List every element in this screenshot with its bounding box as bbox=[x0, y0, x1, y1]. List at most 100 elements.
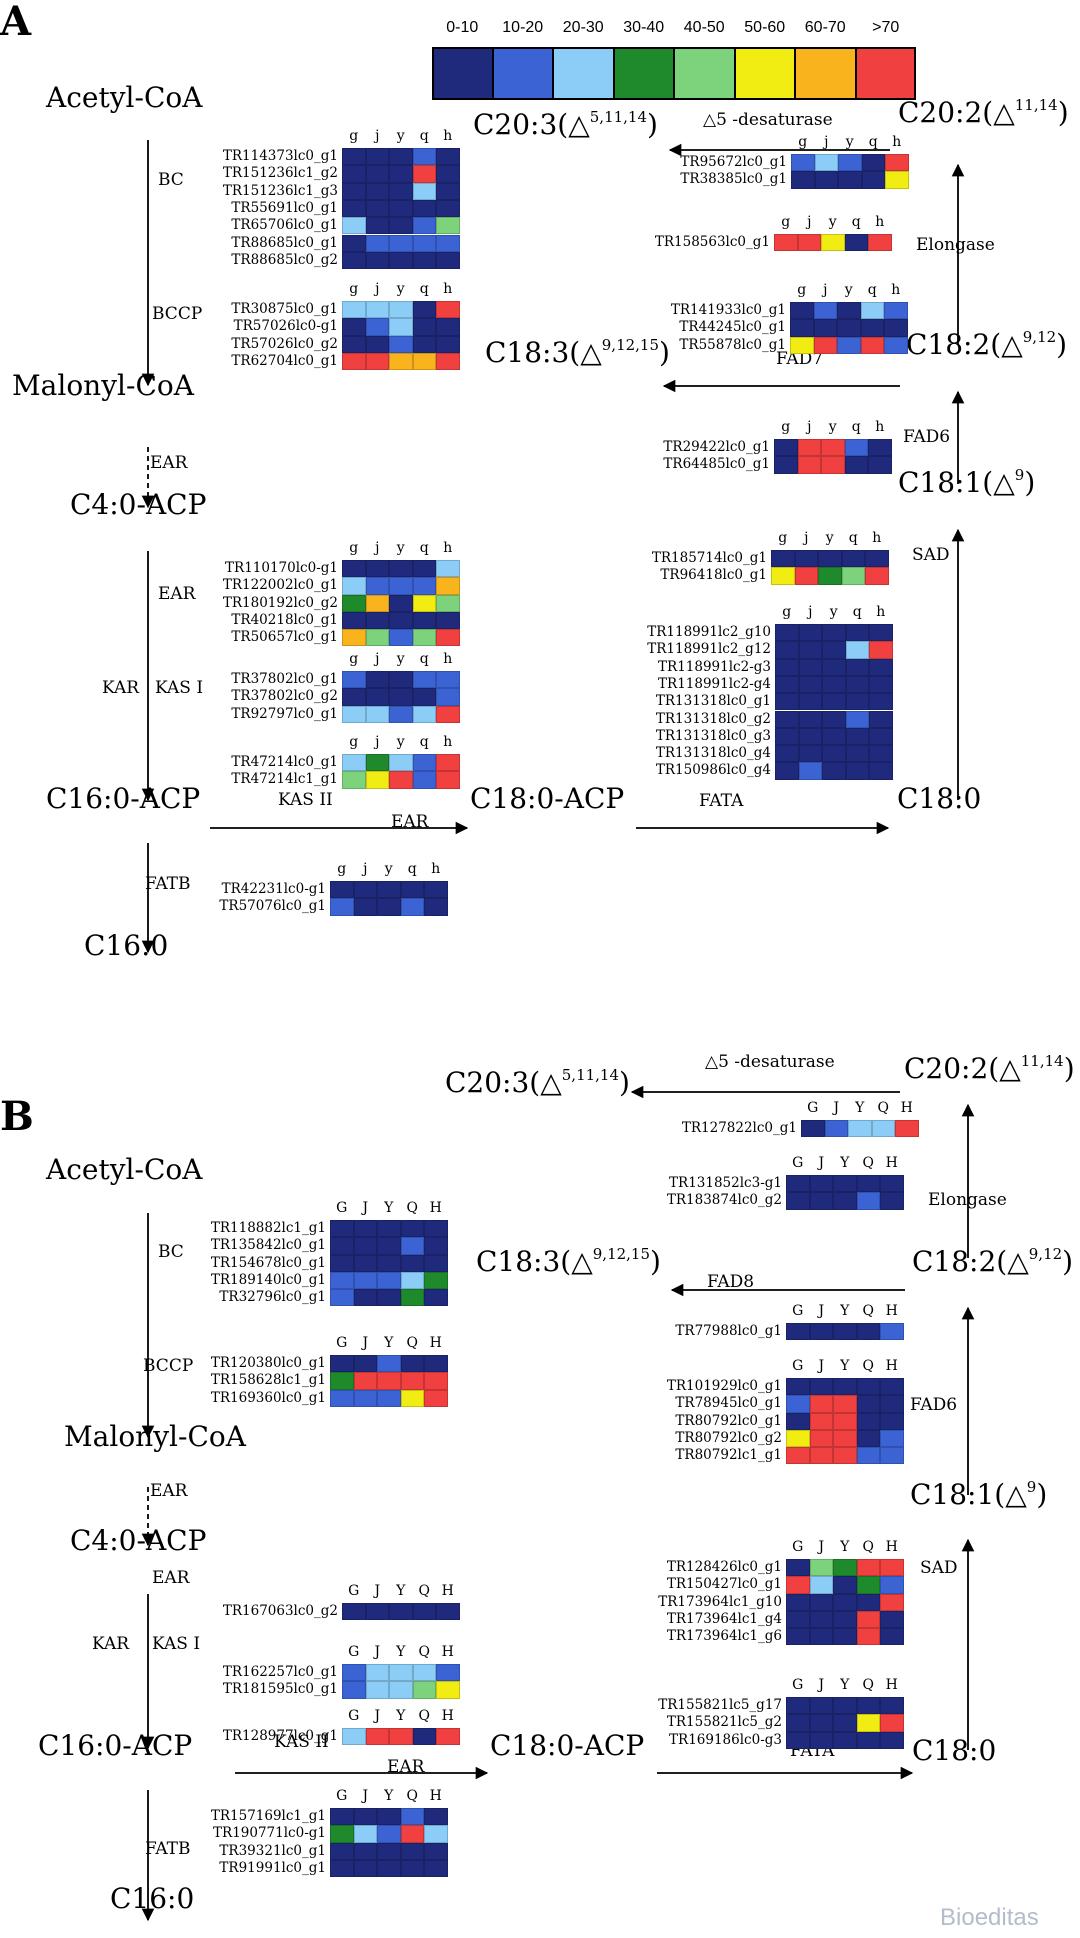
heatmap-cell bbox=[424, 1808, 448, 1826]
heatmap-cell bbox=[400, 1842, 424, 1860]
heatmap-cell bbox=[837, 302, 861, 320]
heatmap-cell bbox=[856, 1628, 880, 1646]
heatmap-cell bbox=[798, 641, 822, 659]
heatmap-cell bbox=[353, 1842, 377, 1860]
heatmap-cell bbox=[436, 754, 460, 772]
sample-column-header: g bbox=[782, 604, 792, 620]
heatmap-cell bbox=[822, 675, 846, 694]
panel-label: B bbox=[0, 1093, 34, 1140]
sample-column-header: H bbox=[885, 1303, 898, 1319]
heatmap-cell bbox=[436, 352, 460, 371]
gene-id-label: TR57076lc0_g1 bbox=[219, 898, 326, 915]
sample-column-header: y bbox=[396, 128, 405, 144]
heatmap-cell bbox=[833, 1610, 857, 1629]
heatmap-cell bbox=[856, 1378, 880, 1396]
heatmap-cell bbox=[353, 1389, 377, 1407]
heatmap-cell bbox=[365, 148, 389, 166]
gene-id-label: TR169186lc0-g3 bbox=[669, 1731, 782, 1748]
metabolite-name: C20:3(△ bbox=[445, 1066, 562, 1099]
heatmap-cell bbox=[880, 1175, 904, 1193]
heatmap-cell bbox=[775, 727, 799, 746]
sample-column-header: J bbox=[818, 1358, 825, 1374]
sample-column-header: Y bbox=[840, 1539, 850, 1555]
sample-column-header: h bbox=[443, 651, 453, 667]
sample-column-header: Y bbox=[396, 1644, 406, 1660]
heatmap-cell bbox=[389, 688, 413, 706]
heatmap-cell bbox=[400, 1271, 424, 1290]
gene-id-label: TR118991lc2_g10 bbox=[647, 624, 771, 640]
heatmap-cell bbox=[856, 1697, 880, 1715]
sample-column-header: h bbox=[443, 734, 453, 750]
heatmap-cell bbox=[436, 234, 460, 252]
heatmap-cell bbox=[342, 629, 366, 647]
heatmap-cell bbox=[365, 705, 389, 723]
metabolite-c18acp: C18:0-ACP bbox=[470, 785, 624, 813]
sample-column-header: J bbox=[818, 1539, 825, 1555]
metabolite-c182: C18:2(△9,12) bbox=[906, 330, 1067, 359]
heatmap-cell bbox=[365, 1603, 389, 1621]
gene-id-label: TR40218lc0_g1 bbox=[231, 611, 338, 628]
heatmap-cell bbox=[365, 577, 389, 595]
heatmap-cell bbox=[833, 1731, 857, 1749]
heatmap-cell bbox=[412, 251, 436, 270]
gene-id-label: TR131852lc3-g1 bbox=[669, 1175, 782, 1191]
heatmap-cell bbox=[794, 567, 818, 585]
sample-column-header: H bbox=[441, 1708, 454, 1724]
heatmap-cell bbox=[798, 675, 822, 694]
heatmap-cell bbox=[342, 577, 366, 595]
sample-column-header: j bbox=[823, 282, 828, 298]
heatmap-cell bbox=[389, 577, 413, 595]
sample-column-header: J bbox=[362, 1200, 369, 1216]
sample-column-header: H bbox=[429, 1335, 442, 1351]
sample-column-header: g bbox=[349, 651, 359, 667]
heatmap-cell bbox=[365, 352, 389, 371]
sample-column-header: q bbox=[419, 281, 429, 297]
gene-id-label: TR55691lc0_g1 bbox=[231, 199, 338, 216]
heatmap-cell bbox=[809, 1593, 833, 1611]
heatmap-cell bbox=[412, 1728, 436, 1746]
heatmap-cell bbox=[841, 550, 865, 568]
heatmap-cell bbox=[436, 199, 460, 218]
gene-id-label: TR150986lc0_g4 bbox=[655, 762, 771, 779]
heatmap-cell bbox=[845, 624, 869, 642]
enzyme-fatb: FATB bbox=[145, 874, 191, 894]
heatmap-cell bbox=[436, 318, 460, 336]
gene-id-label: TR118991lc2-g3 bbox=[658, 658, 771, 675]
heatmap-cell bbox=[884, 336, 908, 354]
heatmap-cell bbox=[880, 1412, 904, 1430]
heatmap-cell bbox=[424, 898, 448, 916]
heatmap-cell bbox=[845, 710, 869, 728]
gene-id-label: TR185714lc0_g1 bbox=[651, 550, 767, 566]
sample-column-header: y bbox=[396, 651, 405, 667]
heatmap-cell bbox=[342, 705, 366, 723]
enzyme-d5: △5 -desaturase bbox=[703, 110, 833, 130]
sample-column-header: H bbox=[900, 1100, 913, 1116]
heatmap-cell bbox=[786, 1731, 810, 1749]
heatmap-cell bbox=[353, 1237, 377, 1255]
heatmap-cell bbox=[775, 762, 799, 780]
sample-column-header: Q bbox=[862, 1303, 874, 1319]
sample-column-header: J bbox=[374, 1708, 381, 1724]
heatmap-cell bbox=[400, 1355, 424, 1373]
gene-id-label: TR180192lc0_g2 bbox=[222, 594, 338, 611]
heatmap-cell bbox=[412, 671, 436, 689]
metabolite-name: C16:0-ACP bbox=[46, 782, 201, 815]
sample-column-header: q bbox=[419, 540, 429, 556]
heatmap-cell bbox=[412, 217, 436, 235]
heatmap-cell bbox=[774, 439, 798, 457]
legend-label: 0-10 bbox=[446, 19, 479, 36]
heatmap-cell bbox=[412, 1664, 436, 1682]
closing-paren: ) bbox=[1056, 328, 1068, 361]
sample-column-header: Y bbox=[384, 1335, 394, 1351]
heatmap-cell bbox=[436, 771, 460, 789]
heatmap-cell bbox=[412, 165, 436, 183]
heatmap-cell bbox=[330, 1808, 354, 1826]
gene-id-label: TR155821lc5_g2 bbox=[666, 1714, 782, 1731]
heatmap-cell bbox=[869, 693, 893, 711]
sample-column-header: H bbox=[885, 1677, 898, 1693]
enzyme-sad: SAD bbox=[912, 545, 950, 565]
heatmap-cell bbox=[389, 754, 413, 772]
heatmap-cell bbox=[436, 182, 460, 200]
heatmap-cell bbox=[809, 1559, 833, 1577]
